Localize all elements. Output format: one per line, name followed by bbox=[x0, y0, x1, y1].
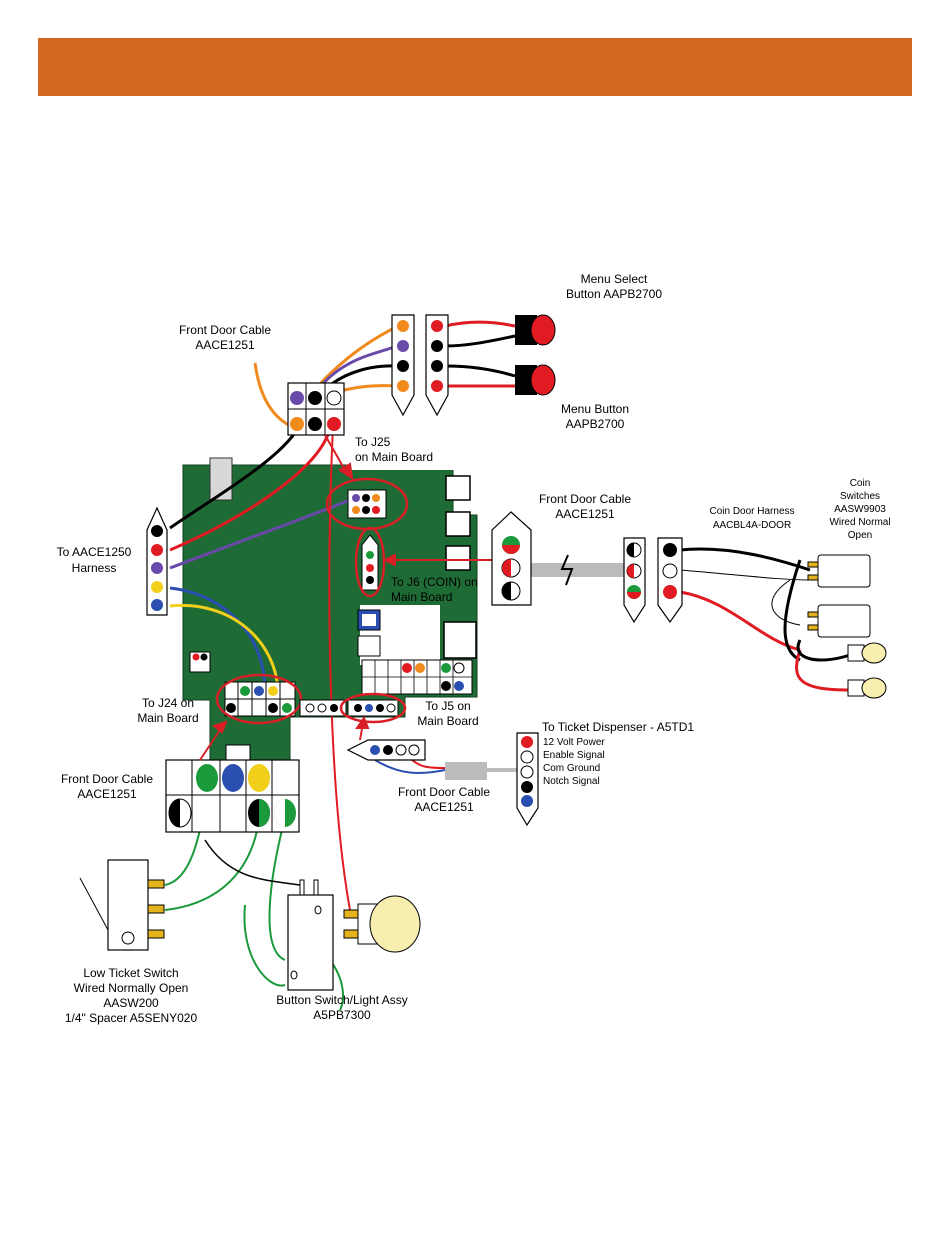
label-coin-harness-1: Coin Door Harness bbox=[709, 506, 794, 517]
label-coin-sw-5: Open bbox=[848, 530, 872, 541]
label-pin-enable: Enable Signal bbox=[543, 750, 605, 761]
coin-switch-1 bbox=[807, 554, 871, 588]
label-fdc-bottom-1: Front Door Cable bbox=[398, 785, 490, 799]
connector-j25 bbox=[347, 489, 387, 519]
label-menu-button-2: AAPB2700 bbox=[566, 417, 625, 431]
menu-select-button bbox=[515, 314, 556, 346]
label-menu-select-1: Menu Select bbox=[581, 272, 648, 286]
connector-fdc-left bbox=[165, 744, 300, 833]
label-coin-sw-3: AASW9903 bbox=[834, 504, 886, 515]
coin-switch-2 bbox=[807, 604, 871, 638]
label-ticket-dispenser: To Ticket Dispenser - A5TD1 bbox=[542, 720, 694, 734]
label-menu-select-2: Button AAPB2700 bbox=[566, 287, 662, 301]
label-fdc-right-2: AACE1251 bbox=[555, 507, 615, 521]
highlight-j24 bbox=[215, 673, 303, 725]
connector-fdc-right bbox=[491, 511, 532, 606]
connector-aace1250 bbox=[146, 506, 168, 616]
button-switch-light bbox=[287, 879, 421, 991]
label-pin-notch: Notch Signal bbox=[543, 776, 600, 787]
connector-fdc-bottom bbox=[346, 739, 426, 761]
header-bar bbox=[38, 38, 912, 96]
label-j6-2: Main Board bbox=[391, 590, 452, 604]
menu-button bbox=[515, 364, 556, 396]
label-low-ticket-4: 1/4" Spacer A5SENY020 bbox=[65, 1011, 198, 1025]
label-j25-2: on Main Board bbox=[355, 450, 433, 464]
label-fdc-left-2: AACE1251 bbox=[77, 787, 137, 801]
label-low-ticket-2: Wired Normally Open bbox=[74, 981, 189, 995]
label-pin-12v: 12 Volt Power bbox=[543, 737, 605, 748]
label-fdc-top-1: Front Door Cable bbox=[179, 323, 271, 337]
highlight-j6 bbox=[354, 526, 386, 598]
low-ticket-switch bbox=[79, 859, 165, 951]
label-j6-1: To J6 (COIN) on bbox=[391, 575, 478, 589]
label-aace1250-1: To AACE1250 bbox=[57, 545, 132, 559]
label-aace1250-2: Harness bbox=[72, 561, 117, 575]
cable-sleeve-j5 bbox=[445, 762, 487, 780]
label-coin-sw-2: Switches bbox=[840, 491, 880, 502]
highlight-j5 bbox=[339, 692, 407, 724]
label-j5-2: Main Board bbox=[417, 714, 478, 728]
connector-ticket-dispenser bbox=[516, 732, 539, 827]
label-low-ticket-3: AASW200 bbox=[103, 996, 159, 1010]
label-menu-button-1: Menu Button bbox=[561, 402, 629, 416]
label-pin-com: Com Ground bbox=[543, 763, 600, 774]
label-low-ticket-1: Low Ticket Switch bbox=[83, 966, 178, 980]
coin-lamp-1 bbox=[847, 642, 887, 664]
label-j25-1: To J25 bbox=[355, 435, 391, 449]
label-fdc-bottom-2: AACE1251 bbox=[414, 800, 474, 814]
coin-lamp-2 bbox=[847, 677, 887, 699]
connector-top-6pin bbox=[287, 382, 345, 436]
connector-j24 bbox=[224, 681, 296, 717]
label-coin-sw-1: Coin bbox=[850, 478, 871, 489]
label-fdc-left-1: Front Door Cable bbox=[61, 772, 153, 786]
label-fdc-top-2: AACE1251 bbox=[195, 338, 255, 352]
label-coin-harness-2: AACBL4A-DOOR bbox=[713, 520, 791, 531]
connector-coin-right bbox=[657, 537, 683, 624]
label-button-switch-2: A5PB7300 bbox=[313, 1008, 371, 1022]
pointer-arrows bbox=[199, 434, 396, 761]
label-j24-2: Main Board bbox=[137, 711, 198, 725]
connector-j6 bbox=[361, 534, 379, 591]
label-fdc-right-1: Front Door Cable bbox=[539, 492, 631, 506]
wires bbox=[164, 320, 851, 1011]
label-button-switch-1: Button Switch/Light Assy bbox=[276, 993, 407, 1007]
connector-j5 bbox=[299, 699, 399, 717]
label-j24-1: To J24 on bbox=[142, 696, 194, 710]
connector-top-pointed-left bbox=[391, 314, 415, 417]
connector-coin-left bbox=[623, 537, 646, 624]
label-j5-1: To J5 on bbox=[425, 699, 470, 713]
label-coin-sw-4: Wired Normal bbox=[829, 517, 890, 528]
connector-top-pointed-right bbox=[425, 314, 449, 417]
